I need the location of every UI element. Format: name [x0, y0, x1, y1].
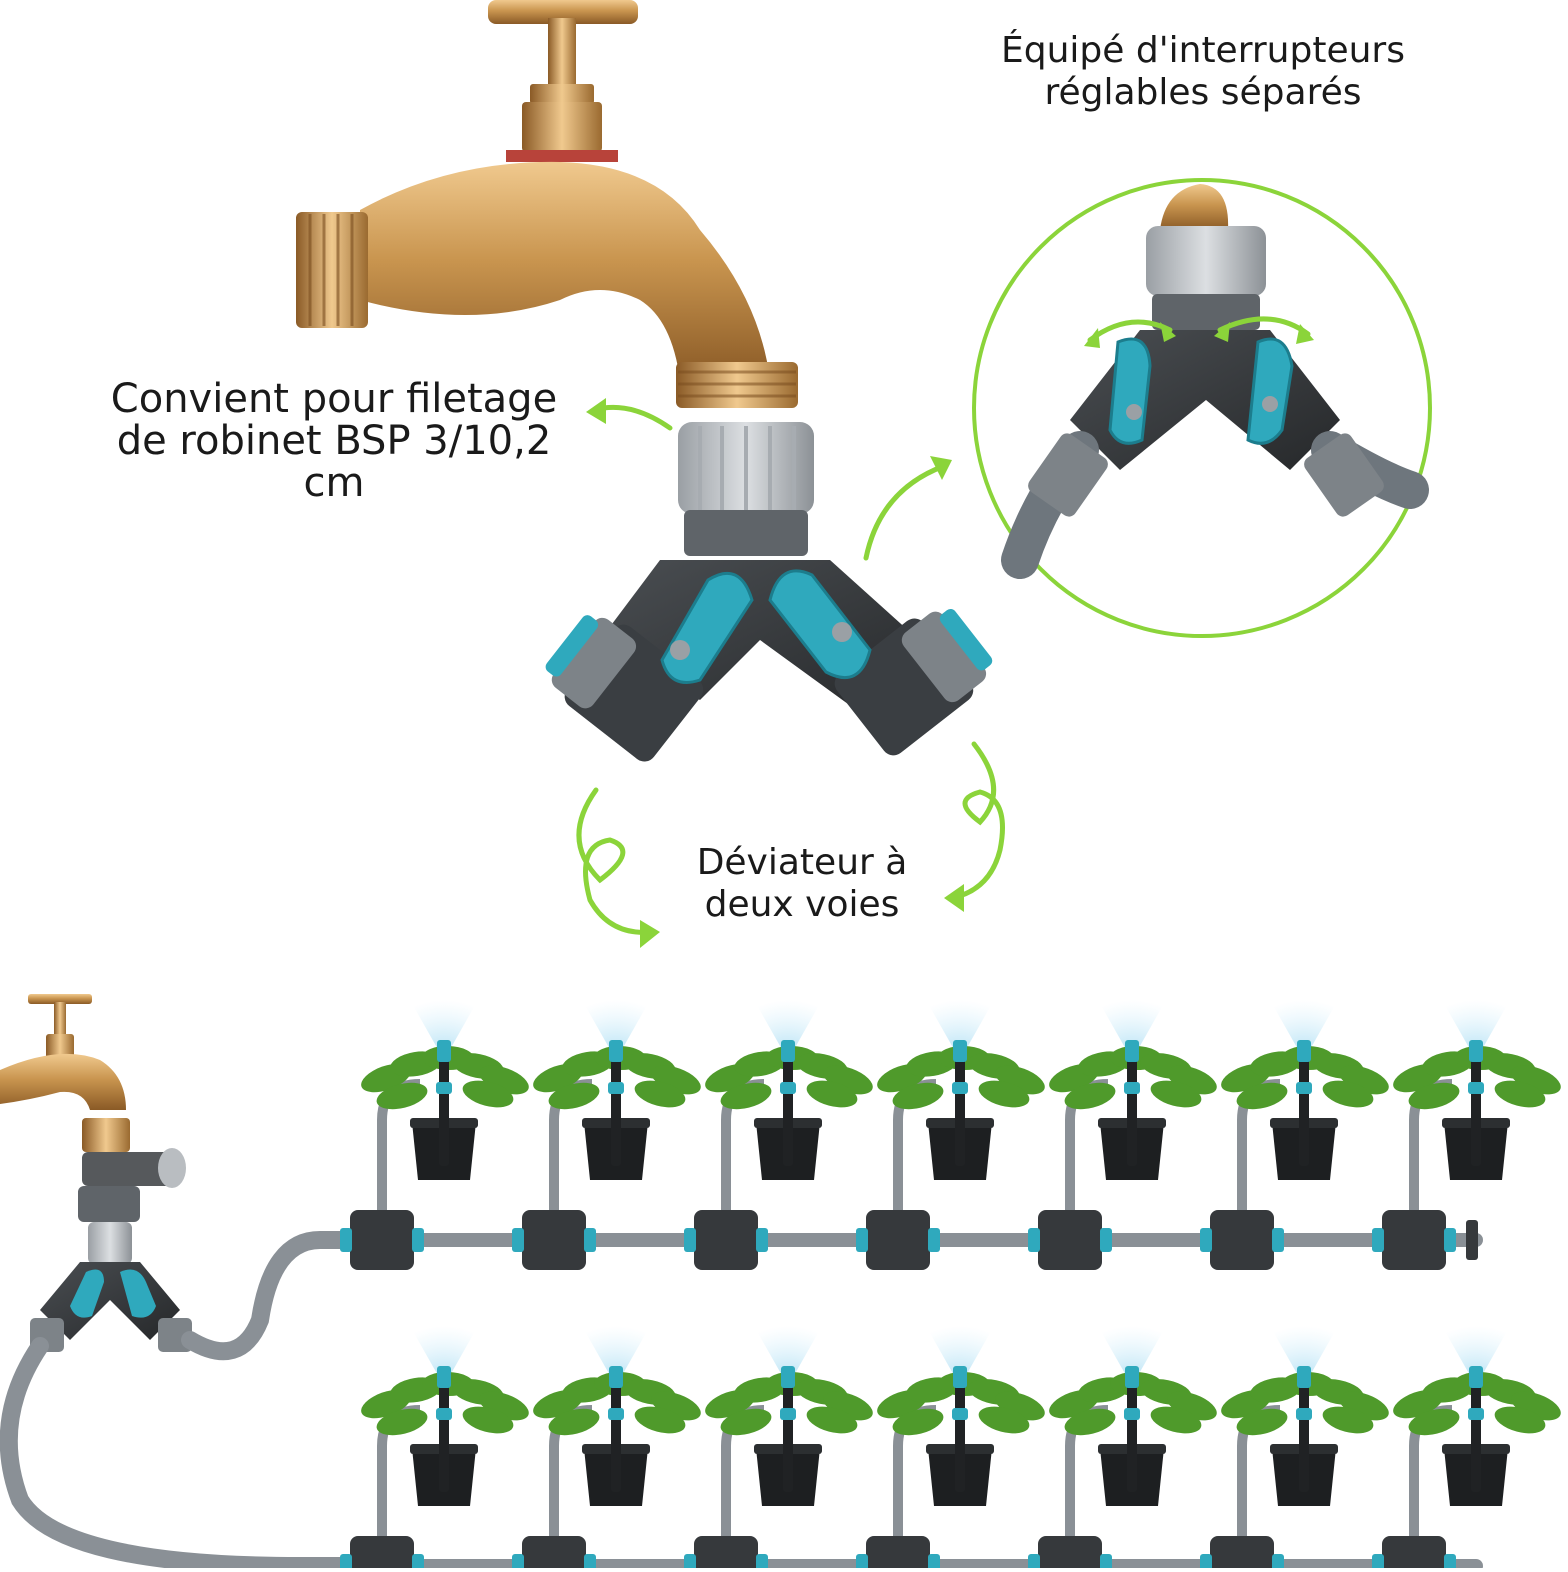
zoom-detail-circle	[972, 178, 1432, 638]
plant-unit	[684, 1326, 873, 1572]
plant-unit	[1372, 1000, 1561, 1270]
caption-line: Équipé d'interrupteurs	[1001, 30, 1405, 71]
plant-unit	[856, 1326, 1045, 1572]
plant-unit	[856, 1000, 1045, 1270]
plant-unit	[684, 1000, 873, 1270]
arrow-heads	[586, 398, 964, 948]
brass-faucet	[296, 0, 798, 408]
two-way-diverter-caption: Déviateur à deux voies	[640, 842, 964, 927]
irrigation-rows	[333, 1000, 1561, 1572]
plant-unit	[512, 1000, 701, 1270]
small-faucet-assembly	[0, 994, 192, 1352]
irrigation-row	[333, 1000, 1561, 1270]
caption-line: Déviateur à	[696, 842, 908, 883]
separate-switches-caption: Équipé d'interrupteurs réglables séparés	[968, 30, 1438, 115]
plant-unit	[340, 1000, 529, 1270]
caption-line: Convient pour filetage	[110, 376, 558, 422]
plant-unit	[1372, 1326, 1561, 1572]
plant-unit	[1028, 1326, 1217, 1572]
caption-line: de robinet BSP 3/10,2	[116, 418, 552, 464]
green-arrows	[576, 404, 1005, 935]
y-connector	[545, 422, 993, 762]
caption-line: deux voies	[704, 884, 900, 926]
plant-unit	[340, 1326, 529, 1572]
plant-unit	[1200, 1326, 1389, 1572]
plant-unit	[512, 1326, 701, 1572]
supply-hoses	[0, 1231, 359, 1572]
thread-compatibility-caption: Convient pour filetage de robinet BSP 3/…	[60, 378, 608, 504]
irrigation-row	[333, 1326, 1561, 1572]
plant-unit	[1028, 1000, 1217, 1270]
caption-line: réglables séparés	[1044, 72, 1362, 114]
plant-unit	[1200, 1000, 1389, 1270]
caption-line: cm	[303, 460, 365, 506]
